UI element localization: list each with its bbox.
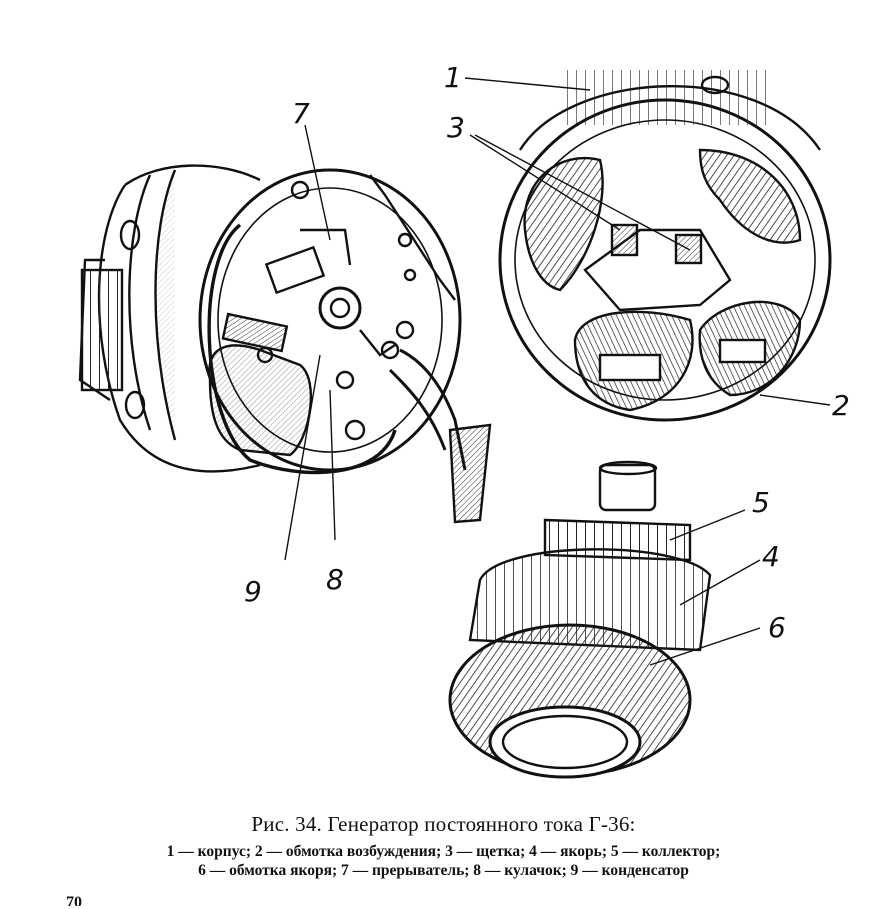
callout-2: 2 [832,389,850,422]
generator-illustration [78,70,832,779]
figure-caption-title: Рис. 34. Генератор постоянного тока Г-36… [251,812,636,836]
callout-9: 9 [244,575,262,608]
housing-assembly [498,70,832,422]
callout-6: 6 [768,611,786,644]
callout-4: 4 [762,540,780,573]
callout-3: 3 [447,111,465,144]
callout-1: 1 [444,61,462,94]
callout-5: 5 [752,486,770,519]
callout-leaders [284,77,831,666]
armature-assembly [448,460,712,779]
callout-8: 8 [326,563,344,596]
page-number: 70 [66,894,82,906]
callout-7: 7 [292,97,310,130]
figure-legend-line-2: 6 — обмотка якоря; 7 — прерыватель; 8 — … [198,862,689,879]
end-cover-assembly [78,164,492,524]
figure-legend-line-1: 1 — корпус; 2 — обмотка возбуждения; 3 —… [166,843,721,860]
